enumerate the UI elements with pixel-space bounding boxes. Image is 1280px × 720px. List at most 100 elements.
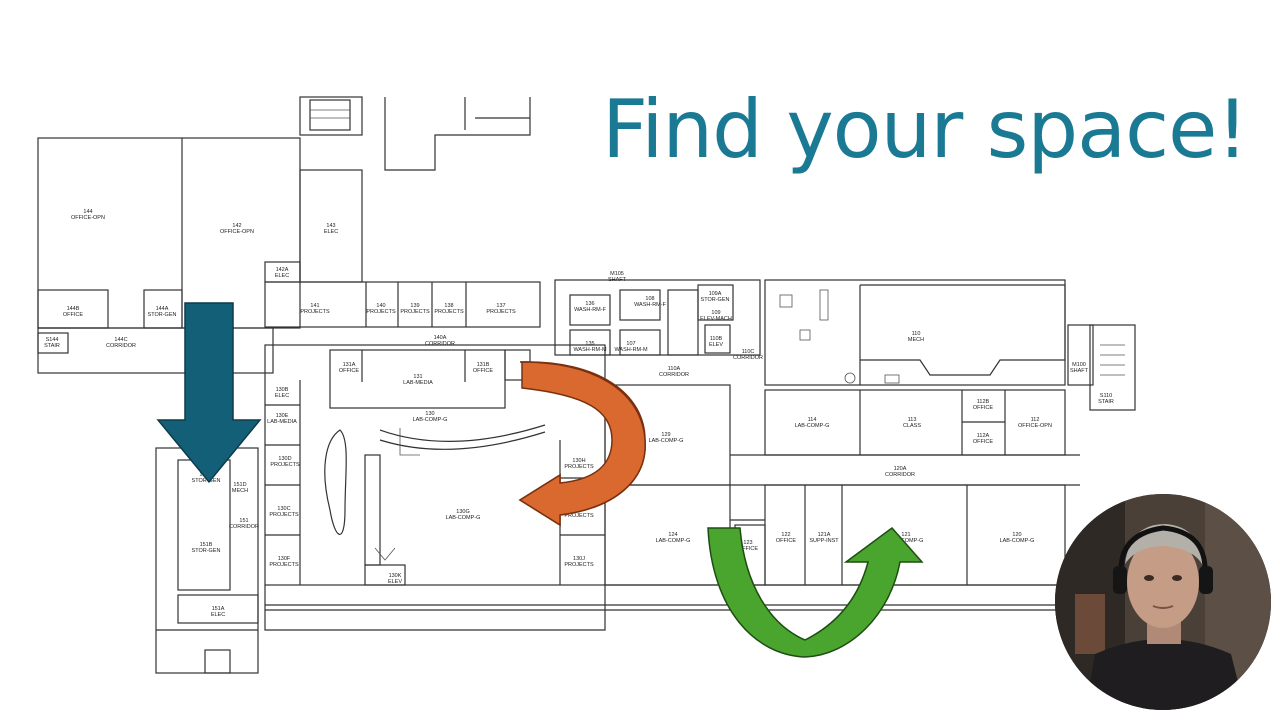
room-label: ELEV — [709, 342, 723, 348]
room-label: ELEC — [275, 273, 289, 279]
room-label: ELEV-MACH — [700, 316, 732, 322]
room-label: 109A — [709, 291, 722, 297]
room-label: CORRIDOR — [733, 355, 763, 361]
room-label: ELEC — [211, 612, 225, 618]
room-label: 144C — [114, 337, 127, 343]
room-label: 139 — [410, 303, 419, 309]
room-label: STOR-GEN — [192, 548, 221, 554]
room-label: ELEC — [275, 393, 289, 399]
orange-arrow-body — [518, 361, 646, 527]
room-label: OFFICE — [473, 368, 493, 374]
room-label: CORRIDOR — [659, 372, 689, 378]
room-label: PROJECTS — [400, 309, 430, 315]
room-label: LAB-COMP-G — [413, 417, 448, 423]
room-label: STOR-GEN — [192, 478, 221, 484]
room-label: LAB-MEDIA — [267, 419, 297, 425]
room-label: 130B — [276, 387, 289, 393]
room-label: 151D — [233, 482, 246, 488]
room-label: 130E — [276, 413, 289, 419]
room-label: 140A — [434, 335, 447, 341]
room-label: S110 — [1100, 393, 1112, 399]
room-label: CORRIDOR — [106, 343, 136, 349]
room-label: 141 — [310, 303, 319, 309]
room-label: 130C — [277, 506, 290, 512]
room-label: ELEC — [324, 229, 338, 235]
room-label: PROJECTS — [300, 309, 330, 315]
room-label: 129 — [661, 432, 670, 438]
room-label: LAB-COMP-G — [1000, 538, 1035, 544]
green-u-arrow — [707, 526, 924, 658]
room-label: 110 — [912, 331, 921, 337]
room-label: 151B — [200, 542, 213, 548]
room-label: WASH-RM-M — [614, 347, 648, 353]
room-label: 114 — [808, 417, 817, 423]
room-label: WASH-RM-M — [573, 347, 607, 353]
room-label: 112 — [1031, 417, 1040, 423]
room-label: PROJECTS — [564, 464, 594, 470]
room-label: 110C — [742, 349, 755, 355]
room-label: 124 — [668, 532, 677, 538]
room-label: M105 — [610, 271, 624, 277]
room-label: PROJECTS — [366, 309, 396, 315]
room-label: OFFICE — [973, 439, 993, 445]
floor-plan-details — [310, 109, 1125, 561]
room-label: 151A — [212, 606, 225, 612]
room-label: PROJECTS — [564, 562, 594, 568]
room-label: 135 — [585, 341, 594, 347]
room-label: 120A — [894, 466, 907, 472]
room-label: 143 — [326, 223, 335, 229]
room-label: 121 — [901, 532, 910, 538]
room-label: CORRIDOR — [885, 472, 915, 478]
room-label: 130F — [278, 556, 291, 562]
room-label: 136 — [585, 301, 594, 307]
room-label: LAB-COMP-G — [446, 515, 481, 521]
room-label: PROJECTS — [434, 309, 464, 315]
room-label: 144A — [156, 306, 169, 312]
room-label: 130K — [389, 573, 402, 579]
room-label: 130D — [278, 456, 291, 462]
room-label: 109 — [711, 310, 720, 316]
room-label: OFFICE — [339, 368, 359, 374]
room-label: STAIR — [1098, 399, 1114, 405]
room-label: OFFICE-OPN — [71, 215, 105, 221]
room-label: 121A — [818, 532, 831, 538]
room-label: MECH — [232, 488, 248, 494]
room-label: LAB-MEDIA — [403, 380, 433, 386]
room-label: 144 — [83, 209, 92, 215]
room-label: OFFICE-OPN — [1018, 423, 1052, 429]
slide-title: Find your space! — [602, 83, 1248, 176]
room-label: OFFICE-OPN — [220, 229, 254, 235]
room-label: 120 — [1012, 532, 1021, 538]
room-label: LAB-COMP-G — [649, 438, 684, 444]
room-label: STAIR — [44, 343, 60, 349]
room-label: M100 — [1072, 362, 1086, 368]
room-label: PROJECTS — [269, 562, 299, 568]
room-label: 130G — [456, 509, 469, 515]
room-label: CLASS — [903, 423, 921, 429]
room-label: 131A — [343, 362, 356, 368]
room-label: PROJECTS — [269, 512, 299, 518]
room-label: 112A — [977, 433, 990, 439]
room-label: PROJECTS — [486, 309, 516, 315]
room-label: 108 — [645, 296, 654, 302]
room-label: CORRIDOR — [425, 341, 455, 347]
room-label: 137 — [496, 303, 505, 309]
room-label: LAB-COMP-G — [889, 538, 924, 544]
room-label: OFFICE — [776, 538, 796, 544]
room-label: 112B — [977, 399, 990, 405]
room-label: LAB-COMP-G — [795, 423, 830, 429]
room-label: ELEV — [388, 579, 402, 585]
room-label: WASH-RM-F — [574, 307, 607, 313]
room-label: 140 — [376, 303, 385, 309]
room-label: STOR-GEN — [148, 312, 177, 318]
room-label: 110B — [710, 336, 723, 342]
room-labels: 144OFFICE-OPN142OFFICE-OPN143ELEC142AELE… — [44, 209, 1114, 618]
room-label: 130 — [425, 411, 434, 417]
room-label: 123 — [743, 540, 752, 546]
down-arrow — [156, 302, 262, 484]
room-label: OFFICE — [973, 405, 993, 411]
room-label: 107 — [626, 341, 635, 347]
room-label: SHAFT — [608, 277, 627, 283]
room-label: OFFICE — [738, 546, 758, 552]
presenter-avatar — [1055, 494, 1271, 710]
